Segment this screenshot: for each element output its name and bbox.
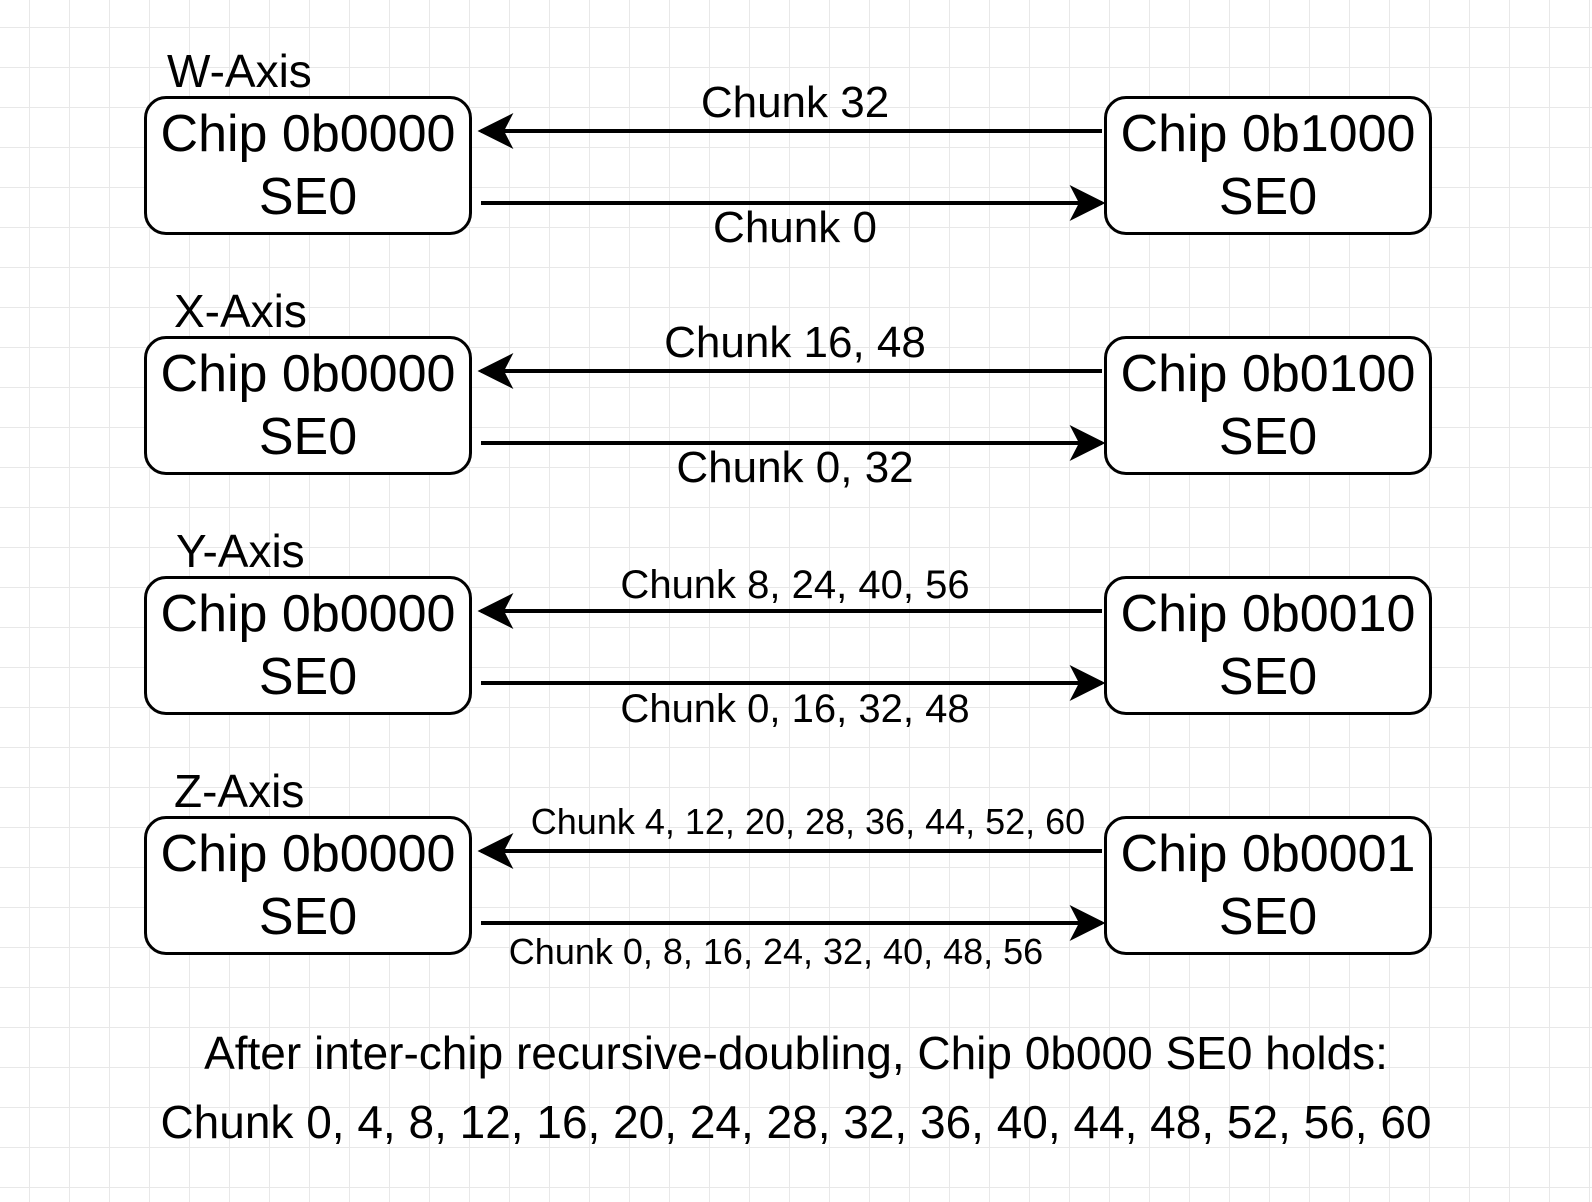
chip-sub: SE0	[1218, 167, 1318, 226]
chip-name: Chip 0b1000	[1120, 104, 1416, 163]
chip-sub: SE0	[1218, 887, 1318, 946]
axis-label-y: Y-Axis	[176, 525, 305, 577]
axis-label-w: W-Axis	[167, 45, 312, 97]
chip-name: Chip 0b0010	[1120, 584, 1416, 643]
w-top-arrow-label: Chunk 32	[700, 78, 890, 127]
y-bottom-arrow-label: Chunk 0, 16, 32, 48	[620, 687, 970, 731]
chip-sub: SE0	[258, 647, 358, 706]
chip-box-y-right: Chip 0b0010 SE0	[1104, 576, 1432, 715]
summary-line-2: Chunk 0, 4, 8, 12, 16, 20, 24, 28, 32, 3…	[160, 1096, 1432, 1148]
summary-line-1: After inter-chip recursive-doubling, Chi…	[204, 1027, 1388, 1079]
chip-box-x-right: Chip 0b0100 SE0	[1104, 336, 1432, 475]
x-bottom-arrow-label: Chunk 0, 32	[676, 443, 914, 492]
chip-name: Chip 0b0000	[160, 824, 456, 883]
chip-name: Chip 0b0100	[1120, 344, 1416, 403]
chip-box-w-left: Chip 0b0000 SE0	[144, 96, 472, 235]
chip-sub: SE0	[258, 167, 358, 226]
z-bottom-arrow-label: Chunk 0, 8, 16, 24, 32, 40, 48, 56	[508, 931, 1044, 972]
z-top-arrow-label: Chunk 4, 12, 20, 28, 36, 44, 52, 60	[530, 801, 1086, 842]
y-top-arrow-label: Chunk 8, 24, 40, 56	[620, 563, 970, 607]
chip-name: Chip 0b0000	[160, 344, 456, 403]
chip-name: Chip 0b0001	[1120, 824, 1416, 883]
chip-box-x-left: Chip 0b0000 SE0	[144, 336, 472, 475]
axis-label-x: X-Axis	[174, 285, 307, 337]
chip-sub: SE0	[1218, 407, 1318, 466]
chip-box-y-left: Chip 0b0000 SE0	[144, 576, 472, 715]
chip-sub: SE0	[258, 407, 358, 466]
x-top-arrow-label: Chunk 16, 48	[664, 318, 926, 367]
chip-name: Chip 0b0000	[160, 104, 456, 163]
chip-sub: SE0	[258, 887, 358, 946]
axis-label-z: Z-Axis	[174, 765, 305, 817]
chip-box-z-left: Chip 0b0000 SE0	[144, 816, 472, 955]
w-bottom-arrow-label: Chunk 0	[713, 203, 877, 252]
chip-box-z-right: Chip 0b0001 SE0	[1104, 816, 1432, 955]
chip-sub: SE0	[1218, 647, 1318, 706]
chip-name: Chip 0b0000	[160, 584, 456, 643]
chip-box-w-right: Chip 0b1000 SE0	[1104, 96, 1432, 235]
